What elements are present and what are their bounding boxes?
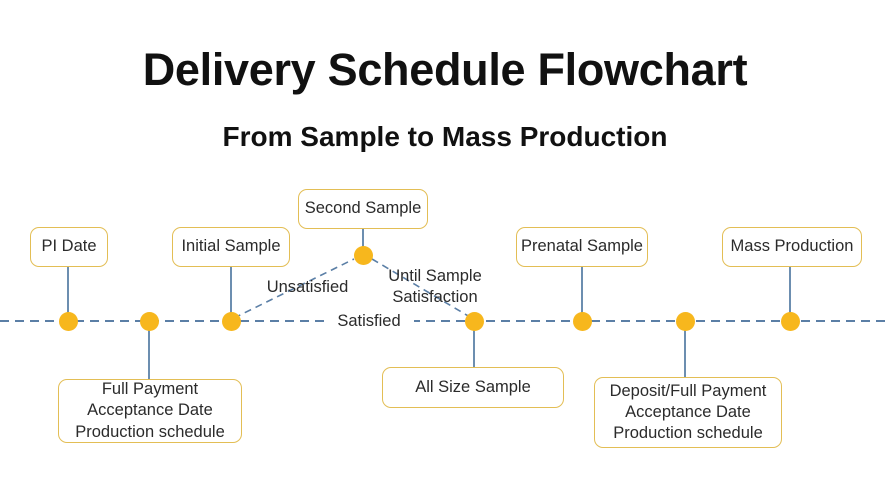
node-label-deposit-payment-line2: Acceptance Date <box>625 402 751 421</box>
node-box-mass-production[interactable]: Mass Production <box>722 227 862 267</box>
node-label-prenatal-sample: Prenatal Sample <box>521 237 643 256</box>
node-box-prenatal-sample[interactable]: Prenatal Sample <box>516 227 648 267</box>
edge-label-unsatisfied-text: Unsatisfied <box>266 278 349 296</box>
timeline-dot-initial-sample[interactable] <box>221 311 241 331</box>
edge-until-sample-satisfaction <box>371 258 471 318</box>
edge-label-until-sample-satisfaction: Until Sample Satisfaction <box>375 266 495 307</box>
node-box-deposit-payment[interactable]: Deposit/Full Payment Acceptance Date Pro… <box>594 377 782 448</box>
page-title: Delivery Schedule Flowchart <box>142 44 748 95</box>
node-label-pi-date: PI Date <box>41 237 97 256</box>
node-label-full-payment-line3: Production schedule <box>75 422 225 441</box>
node-label-deposit-payment-line3: Production schedule <box>613 424 763 443</box>
node-box-second-sample[interactable]: Second Sample <box>298 189 428 229</box>
node-box-initial-sample[interactable]: Initial Sample <box>172 227 290 267</box>
timeline-dot-deposit-payment[interactable] <box>675 311 695 331</box>
timeline-dot-full-payment[interactable] <box>139 311 159 331</box>
timeline-dot-prenatal-sample[interactable] <box>572 311 592 331</box>
timeline-dot-second-sample[interactable] <box>353 245 373 265</box>
timeline-dot-mass-production[interactable] <box>780 311 800 331</box>
edge-unsatisfied <box>233 258 355 319</box>
node-label-full-payment-line2: Acceptance Date <box>87 401 213 420</box>
edge-label-until-sample-line2: Satisfaction <box>392 287 478 306</box>
node-label-full-payment-line1: Full Payment <box>101 380 199 399</box>
node-label-second-sample: Second Sample <box>304 199 422 218</box>
node-box-all-size-sample[interactable]: All Size Sample <box>382 367 564 408</box>
node-label-mass-production: Mass Production <box>730 237 854 256</box>
edge-label-satisfied: Satisfied <box>324 311 414 332</box>
node-label-initial-sample: Initial Sample <box>181 237 281 256</box>
timeline-dot-pi-date[interactable] <box>58 311 78 331</box>
node-box-full-payment[interactable]: Full Payment Acceptance Date Production … <box>58 379 242 443</box>
node-box-pi-date[interactable]: PI Date <box>30 227 108 267</box>
timeline-dot-all-size-sample[interactable] <box>464 311 484 331</box>
node-label-deposit-payment-line1: Deposit/Full Payment <box>609 381 767 400</box>
edge-label-satisfied-text: Satisfied <box>337 312 401 330</box>
edge-label-until-sample-line1: Until Sample <box>388 267 482 285</box>
node-label-all-size-sample: All Size Sample <box>415 377 531 396</box>
page-subtitle: From Sample to Mass Production <box>222 121 668 152</box>
edge-label-unsatisfied: Unsatisfied <box>250 277 365 298</box>
